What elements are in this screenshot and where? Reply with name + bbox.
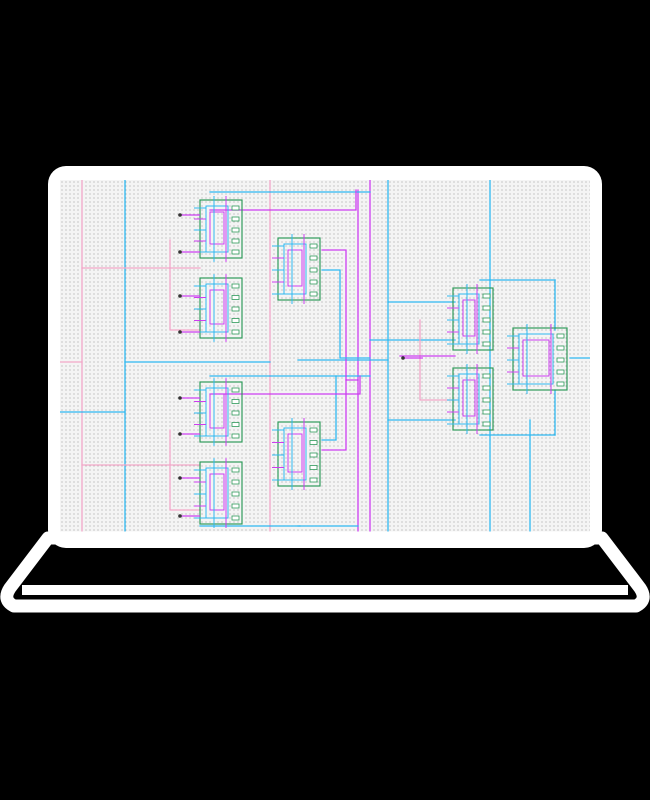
pink-link-wire (419, 319, 456, 401)
logic-module (447, 364, 494, 434)
circuit-schematic (60, 180, 590, 532)
magenta-link-wire (209, 189, 357, 211)
magenta-link-wire (321, 249, 359, 381)
pink-link-wire (169, 239, 201, 331)
input-pin (178, 330, 200, 334)
logic-module (194, 378, 243, 446)
logic-module (194, 458, 243, 528)
schematic-canvas[interactable] (60, 180, 590, 532)
logic-module (272, 418, 321, 490)
logic-module (272, 234, 321, 304)
input-pin (178, 294, 200, 298)
input-pin (178, 396, 200, 400)
magenta-link-wire (321, 379, 347, 451)
pink-link-wire (169, 429, 201, 511)
input-pin (401, 356, 423, 360)
magenta-link-wire (209, 375, 361, 395)
logic-module (447, 284, 494, 354)
logic-module (194, 274, 243, 342)
input-pin (178, 250, 200, 254)
logic-module (194, 196, 243, 262)
input-pin (178, 476, 200, 480)
input-pin (178, 213, 200, 217)
input-pin (178, 432, 200, 436)
laptop-keyboard-base (0, 531, 650, 613)
cyan-link-wire (321, 375, 337, 441)
laptop-base-outline (0, 531, 650, 613)
cyan-link-wire (321, 269, 371, 359)
input-pin (178, 514, 200, 518)
logic-module (507, 324, 568, 394)
